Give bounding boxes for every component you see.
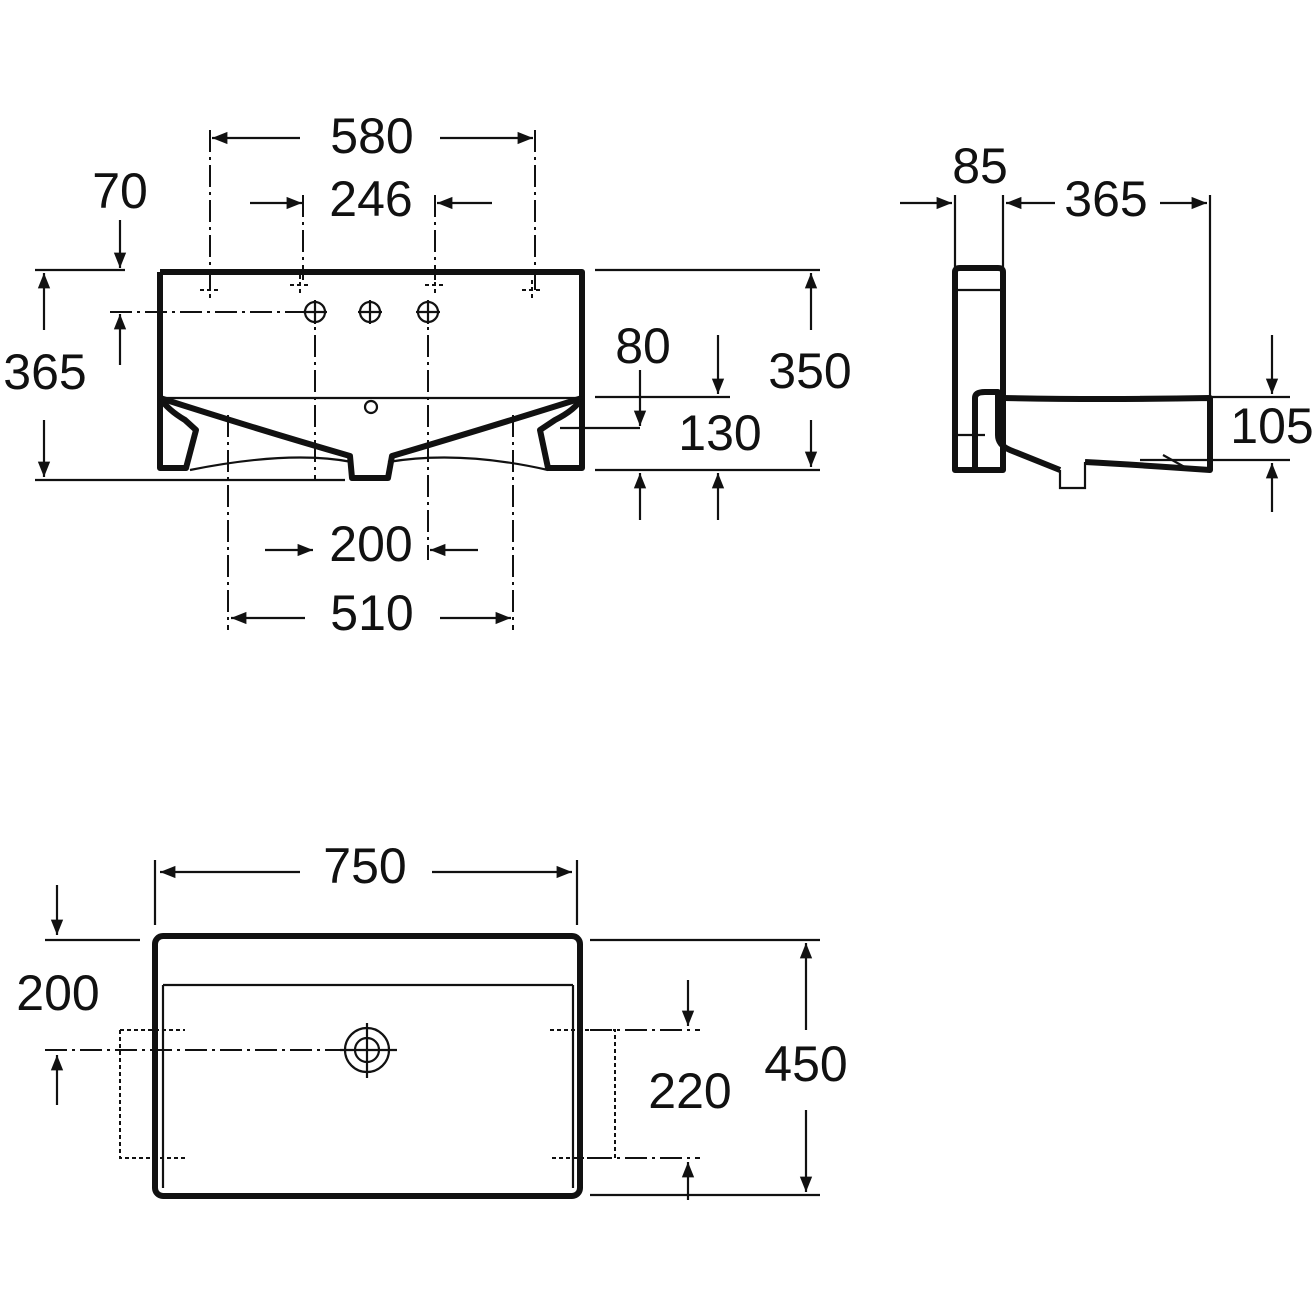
side-view: 85 365 105 [900,138,1314,512]
dim-510: 510 [330,585,413,641]
dim-200-top: 200 [16,965,99,1021]
dim-350: 350 [768,343,851,399]
top-view: 750 200 220 450 [16,838,848,1200]
dim-70: 70 [92,163,148,219]
dim-750: 750 [323,838,406,894]
dim-450: 450 [764,1036,847,1092]
dim-80: 80 [615,318,671,374]
front-view: 580 246 70 365 80 350 130 200 510 [3,108,851,641]
tap-holes [200,275,542,324]
dim-130: 130 [678,405,761,461]
dim-105: 105 [1230,398,1313,454]
dim-365-front: 365 [3,344,86,400]
top-outline [152,933,583,1199]
side-outline [952,265,1006,473]
dim-200-front: 200 [329,516,412,572]
drain-icon [340,1023,397,1078]
dim-580: 580 [330,108,413,164]
basin-bowl-curve [159,395,583,481]
dim-246: 246 [329,171,412,227]
dim-365-side: 365 [1064,171,1147,227]
dim-85: 85 [952,138,1008,194]
dim-220: 220 [648,1063,731,1119]
